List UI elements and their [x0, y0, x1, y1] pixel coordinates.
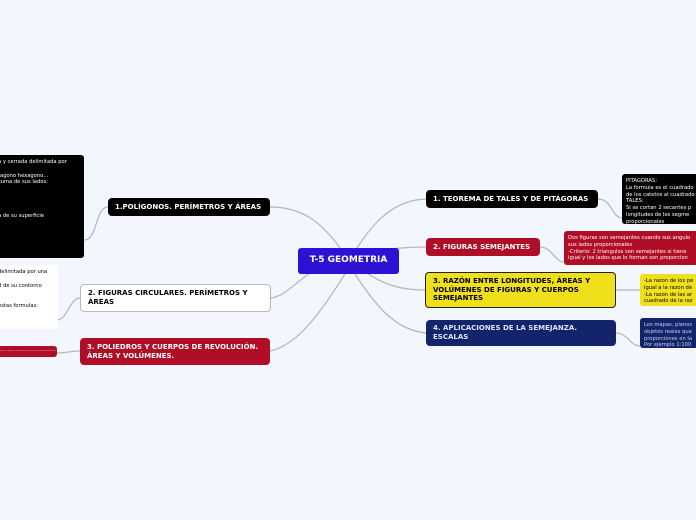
topic-poliedros[interactable]: 3. POLIEDROS Y CUERPOS DE REVOLUCIÓN. ÁR…: [80, 338, 270, 365]
topic-poligonos[interactable]: 1.POLÍGONOS. PERÍMETROS Y ÁREAS: [108, 198, 270, 216]
topic-label: 3. RAZÓN ENTRE LONGITUDES, ÁREAS Y VOLÚM…: [433, 276, 591, 303]
topic-label: 3. POLIEDROS Y CUERPOS DE REVOLUCIÓN. ÁR…: [87, 342, 259, 360]
note-figuras-circulares: delimitada por una d de su contorno esta…: [0, 265, 58, 329]
topic-figuras-circulares[interactable]: 2. FIGURAS CIRCULARES. PERÍMETROS Y ÁREA…: [80, 284, 271, 312]
topic-label: 2. FIGURAS SEMEJANTES: [433, 242, 531, 251]
note-razon-longitudes: -La razon de los pe igual a la razon de …: [640, 274, 696, 306]
note-aplicaciones-escalas: Los mapas, planos objetos reales que pro…: [640, 318, 696, 348]
central-topic-label: T-5 GEOMETRIA: [309, 255, 388, 266]
note-poligonos: a y cerrada delimitada por tagono hexago…: [0, 155, 84, 258]
topic-razon-longitudes[interactable]: 3. RAZÓN ENTRE LONGITUDES, ÁREAS Y VOLÚM…: [425, 272, 616, 308]
central-topic[interactable]: T-5 GEOMETRIA: [298, 248, 399, 274]
topic-figuras-semejantes[interactable]: 2. FIGURAS SEMEJANTES: [426, 238, 540, 256]
topic-tales-pitagoras[interactable]: 1. TEOREMA DE TALES Y DE PITÁGORAS: [426, 190, 598, 208]
topic-label: 1.POLÍGONOS. PERÍMETROS Y ÁREAS: [115, 202, 262, 211]
topic-label: 4. APLICACIONES DE LA SEMEJANZA. ESCALAS: [433, 324, 578, 341]
note-figuras-semejantes: Dos figuras son semejantes cuando sus an…: [564, 231, 696, 265]
note-tales-pitagoras: PITAGORAS: La formula es el cuadrado de …: [622, 174, 696, 224]
topic-label: 1. TEOREMA DE TALES Y DE PITÁGORAS: [433, 194, 589, 203]
topic-label: 2. FIGURAS CIRCULARES. PERÍMETROS Y ÁREA…: [88, 289, 248, 306]
topic-aplicaciones-escalas[interactable]: 4. APLICACIONES DE LA SEMEJANZA. ESCALAS: [426, 320, 616, 346]
note-poliedros: ......................................: [0, 346, 57, 357]
